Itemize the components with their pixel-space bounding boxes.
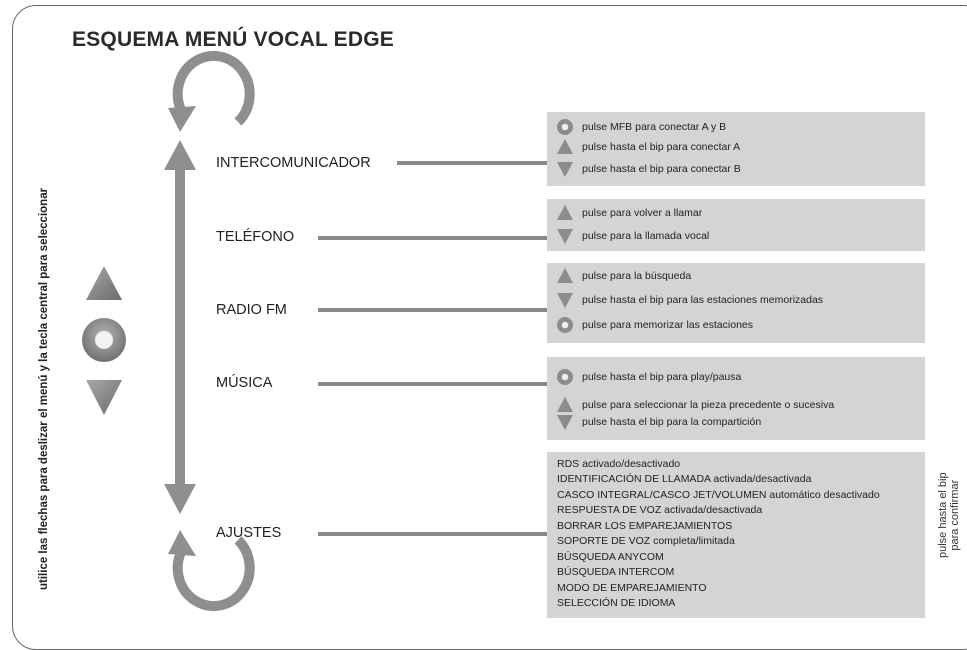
up-triangle-icon — [556, 138, 574, 156]
up-triangle-icon — [556, 267, 574, 285]
loop-arrow-bottom-icon — [168, 530, 255, 612]
ajustes-item: RDS activado/desactivado — [557, 458, 681, 470]
action-row: pulse hasta el bip para la compartición — [556, 413, 761, 431]
action-text: pulse hasta el bip para play/pausa — [582, 371, 742, 383]
down-triangle-icon — [556, 160, 574, 178]
ajustes-item: SELECCIÓN DE IDIOMA — [557, 597, 676, 609]
actions-box-musica — [547, 357, 925, 440]
menu-label-radio-fm: RADIO FM — [216, 302, 287, 318]
actions-box-ajustes: RDS activado/desactivado IDENTIFICACIÓN … — [547, 452, 925, 618]
circle-button-icon — [556, 118, 574, 136]
actions-box-telefono — [547, 199, 925, 251]
actions-box-radio-fm — [547, 263, 925, 343]
ajustes-item: SOPORTE DE VOZ completa/limitada — [557, 535, 735, 547]
action-text: pulse para volver a llamar — [582, 207, 703, 219]
action-row: pulse para memorizar las estaciones — [556, 316, 753, 334]
page-title: ESQUEMA MENÚ VOCAL EDGE — [72, 28, 394, 51]
action-row: pulse para seleccionar la pieza preceden… — [556, 396, 834, 414]
ajustes-item: BORRAR LOS EMPAREJAMIENTOS — [557, 520, 733, 532]
ajustes-item: BÚSQUEDA INTERCOM — [557, 566, 675, 578]
up-arrow-icon — [86, 266, 122, 300]
navigation-graphics — [82, 50, 255, 612]
action-text: pulse hasta el bip para conectar B — [582, 163, 741, 175]
action-row: pulse para la llamada vocal — [556, 227, 709, 245]
action-text: pulse para seleccionar la pieza preceden… — [582, 399, 835, 411]
down-triangle-icon — [556, 413, 574, 431]
ajustes-item: MODO DE EMPAREJAMIENTO — [557, 582, 707, 594]
connector-intercomunicador — [397, 161, 547, 165]
ajustes-item: RESPUESTA DE VOZ activada/desactivada — [557, 504, 763, 516]
up-triangle-icon — [556, 396, 574, 414]
action-text: pulse hasta el bip para las estaciones m… — [582, 294, 824, 306]
action-text: pulse MFB para conectar A y B — [582, 121, 727, 133]
action-row: pulse hasta el bip para conectar B — [556, 160, 741, 178]
action-text: pulse hasta el bip para conectar A — [582, 141, 741, 153]
ajustes-item: BÚSQUEDA ANYCOM — [557, 551, 664, 563]
menu-label-intercomunicador: INTERCOMUNICADOR — [216, 155, 371, 171]
vertical-scroll-arrow — [164, 140, 196, 514]
ajustes-item: IDENTIFICACIÓN DE LLAMADA activada/desac… — [557, 473, 812, 485]
menu-label-musica: MÚSICA — [216, 375, 273, 391]
center-button-icon — [82, 318, 126, 362]
down-triangle-icon — [556, 227, 574, 245]
action-row: pulse para la búsqueda — [556, 267, 691, 285]
actions-box-intercomunicador — [547, 112, 925, 186]
action-text: pulse para la llamada vocal — [582, 230, 710, 242]
action-row: pulse hasta el bip para las estaciones m… — [556, 291, 823, 309]
action-text: pulse hasta el bip para la compartición — [582, 416, 762, 428]
up-triangle-icon — [556, 204, 574, 222]
action-row: pulse MFB para conectar A y B — [556, 118, 726, 136]
menu-label-ajustes: AJUSTES — [216, 525, 282, 541]
ajustes-item: CASCO INTEGRAL/CASCO JET/VOLUMEN automát… — [557, 489, 880, 501]
connector-ajustes — [318, 532, 547, 536]
action-row: pulse hasta el bip para play/pausa — [556, 368, 741, 386]
loop-arrow-top-icon — [168, 50, 255, 132]
circle-button-icon — [556, 316, 574, 334]
down-arrow-icon — [86, 380, 122, 415]
connector-musica — [318, 382, 547, 386]
down-triangle-icon — [556, 291, 574, 309]
connector-radio-fm — [318, 308, 547, 312]
menu-label-telefono: TELÉFONO — [216, 229, 295, 245]
action-row: pulse para volver a llamar — [556, 204, 702, 222]
connector-telefono — [318, 236, 547, 240]
action-text: pulse para memorizar las estaciones — [582, 319, 753, 331]
action-text: pulse para la búsqueda — [582, 270, 692, 282]
action-row: pulse hasta el bip para conectar A — [556, 138, 740, 156]
circle-button-icon — [556, 368, 574, 386]
